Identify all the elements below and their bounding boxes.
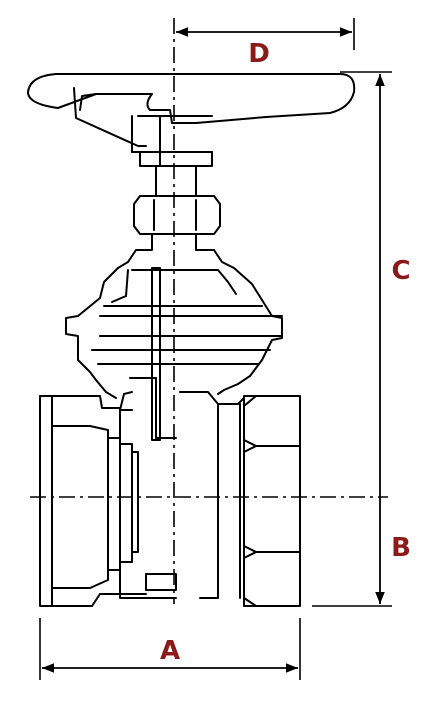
- dimension-label-a: A: [160, 636, 180, 666]
- gate-wedge: [151, 267, 161, 441]
- body-center: [119, 391, 245, 599]
- stem-nut: [131, 115, 213, 167]
- dimension-label-b: B: [391, 533, 411, 563]
- handwheel: [27, 73, 356, 147]
- dimension-label-c: C: [391, 256, 410, 286]
- body-right-hex: [243, 395, 301, 607]
- dimension-label-d: D: [248, 39, 270, 69]
- body-left-end: [39, 395, 147, 607]
- stem: [133, 165, 221, 235]
- bonnet: [65, 233, 283, 439]
